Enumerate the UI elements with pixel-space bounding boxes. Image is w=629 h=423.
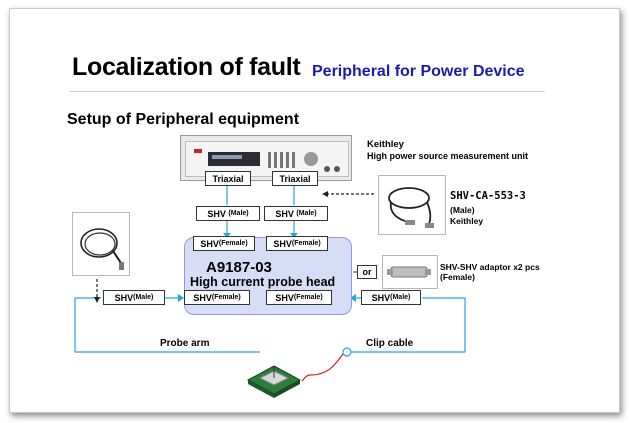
adaptor-icon: [387, 266, 431, 278]
clip-cable-label: Clip cable: [366, 338, 414, 349]
cable-model-label: SHV-CA-553-3: [450, 190, 526, 202]
triaxial-connector-2: Triaxial: [272, 171, 318, 186]
shv-male-connector-2: SHV (Male): [264, 206, 328, 221]
cable-maker-label: Keithley: [450, 216, 484, 226]
shv-female-connector-bottom-1: SHV(Female): [184, 290, 250, 305]
shv-male-connector-right: SHV(Male): [361, 290, 421, 305]
cable-gender-label: (Male): [450, 205, 475, 215]
coiled-cable-icon: [80, 228, 124, 270]
shv-female-connector-bottom-2: SHV(Female): [266, 290, 332, 305]
probe-arm-label: Probe arm: [160, 338, 210, 349]
shv-male-connector-1: SHV (Male): [196, 206, 260, 221]
cable-icon: [388, 187, 434, 228]
keithley-label: Keithley: [367, 139, 404, 150]
shv-ca-553-3-cable-photo: [378, 175, 446, 235]
page-title: Localization of fault: [72, 53, 301, 81]
adaptor-gender: (Female): [440, 272, 475, 282]
shv-female-connector-top-2: SHV(Female): [266, 236, 328, 251]
shv-male-connector-left: SHV(Male): [103, 290, 165, 305]
section-heading: Setup of Peripheral equipment: [67, 111, 300, 128]
shv-female-connector-top-1: SHV(Female): [193, 236, 255, 251]
keithley-description: High power source measurement unit: [367, 151, 529, 161]
slide: Localization of fault Peripheral for Pow…: [9, 8, 620, 413]
adaptor-name: SHV-SHV adaptor x2 pcs: [440, 262, 540, 272]
page-subtitle: Peripheral for Power Device: [312, 63, 525, 80]
probe-head-description: High current probe head: [190, 275, 336, 289]
title-divider: [70, 91, 545, 92]
triaxial-connector-1: Triaxial: [205, 171, 251, 186]
shv-cable-photo-left: [72, 212, 130, 276]
probe-head-model: A9187-03: [206, 259, 272, 276]
shv-adaptor-photo: [382, 255, 438, 289]
power-device-chip-icon: [246, 365, 302, 398]
or-label: or: [357, 265, 377, 279]
